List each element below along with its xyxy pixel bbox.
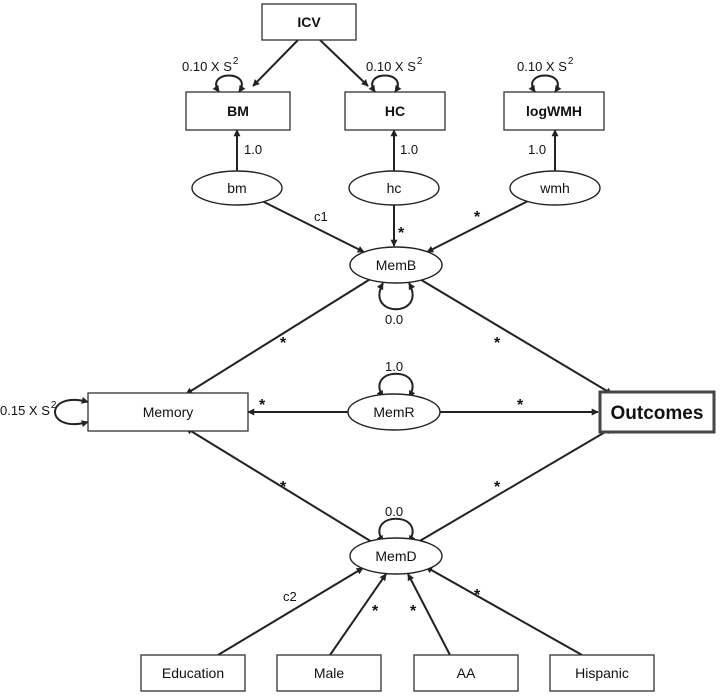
loading-label-wmh: 1.0 [528, 142, 546, 157]
node-memb: MemB [349, 246, 443, 284]
node-hispanic: Hispanic [549, 654, 655, 692]
variance-label-memb: 0.0 [385, 312, 403, 327]
free-star-hc-memb: * [398, 225, 405, 242]
node-hc-latent: hc [348, 170, 440, 206]
node-bm-latent-label: bm [227, 180, 246, 196]
node-wmh-latent: wmh [509, 170, 601, 206]
edge-icv-bm [252, 39, 299, 87]
variance-label-logwmh-text: 0.10 X S [517, 59, 567, 74]
node-bm-latent: bm [191, 170, 283, 206]
variance-label-bm-text: 0.10 X S [182, 59, 232, 74]
node-education: Education [140, 654, 246, 692]
edge-memb-memory [185, 277, 373, 395]
node-logwmh-box-label: logWMH [526, 103, 582, 119]
variance-loop-memory [54, 396, 89, 428]
variance-loop-memb [376, 282, 416, 311]
variance-label-logwmh-sup: 2 [568, 56, 574, 67]
node-memory: Memory [87, 392, 249, 432]
node-memd: MemD [349, 537, 443, 575]
variance-label-hc-text: 0.10 X S [366, 59, 416, 74]
node-hc-latent-label: hc [387, 180, 402, 196]
free-star-memb-outcomes: * [494, 335, 501, 352]
path-label-c2: c2 [283, 589, 297, 604]
edge-memd-outcomes [417, 427, 613, 543]
free-star-memd-memory: * [280, 479, 287, 496]
free-star-memr-memory: * [259, 397, 266, 414]
loading-label-hc: 1.0 [400, 142, 418, 157]
free-star-male-memd: * [372, 603, 379, 620]
variance-label-logwmh: 0.10 X S2 [517, 56, 574, 74]
variance-label-bm-sup: 2 [233, 56, 239, 67]
loading-label-bm: 1.0 [244, 142, 262, 157]
node-memr: MemR [347, 393, 441, 431]
edge-education-memd [217, 567, 364, 656]
variance-loop-hc [368, 74, 402, 93]
node-outcomes: Outcomes [598, 390, 716, 434]
node-hispanic-label: Hispanic [575, 665, 629, 681]
node-memory-label: Memory [143, 404, 194, 420]
variance-loop-memd [376, 517, 416, 543]
free-star-aa-memd: * [410, 603, 417, 620]
edge-icv-hc [319, 39, 369, 87]
node-memd-label: MemD [375, 548, 416, 564]
node-memb-label: MemB [376, 257, 416, 273]
node-bm-box-label: BM [227, 103, 249, 119]
node-logwmh-box: logWMH [503, 91, 605, 131]
variance-label-memory-sup: 2 [51, 400, 57, 411]
variance-label-bm: 0.10 X S2 [182, 56, 239, 74]
variance-label-memd: 0.0 [385, 504, 403, 519]
node-bm-box: BM [185, 91, 291, 131]
free-star-wmh-memb: * [474, 209, 481, 226]
variance-label-hc-sup: 2 [417, 56, 423, 67]
edge-hispanic-memd [425, 566, 583, 656]
path-label-c1: c1 [314, 209, 328, 224]
node-outcomes-label: Outcomes [611, 403, 704, 424]
edge-wmh-memb [426, 200, 529, 253]
variance-label-memory: 0.15 X S2 [0, 400, 57, 418]
free-star-memr-outcomes: * [517, 397, 524, 414]
edge-aa-memd [407, 573, 451, 656]
node-hc-box-label: HC [385, 103, 405, 119]
variance-loop-memr [376, 372, 416, 398]
variance-loop-bm [212, 74, 246, 93]
node-hc-box: HC [344, 91, 446, 131]
variance-label-memory-text: 0.15 X S [0, 403, 50, 418]
node-education-label: Education [162, 665, 224, 681]
node-memr-label: MemR [373, 404, 414, 420]
node-icv-label: ICV [297, 14, 321, 30]
free-star-memb-memory: * [280, 335, 287, 352]
variance-label-hc: 0.10 X S2 [366, 56, 423, 74]
variance-loop-logwmh [528, 74, 562, 93]
edge-male-memd [329, 573, 387, 656]
free-star-hispanic-memd: * [474, 587, 481, 604]
edge-memb-outcomes [417, 277, 613, 395]
node-male: Male [276, 654, 382, 692]
edge-bm-memb [261, 200, 365, 253]
node-icv: ICV [261, 3, 357, 41]
edge-memd-memory [185, 427, 373, 543]
node-wmh-latent-label: wmh [539, 180, 570, 196]
variance-label-memr: 1.0 [385, 359, 403, 374]
node-aa-label: AA [457, 665, 476, 681]
node-aa: AA [413, 654, 519, 692]
node-male-label: Male [314, 665, 345, 681]
free-star-memd-outcomes: * [494, 479, 501, 496]
